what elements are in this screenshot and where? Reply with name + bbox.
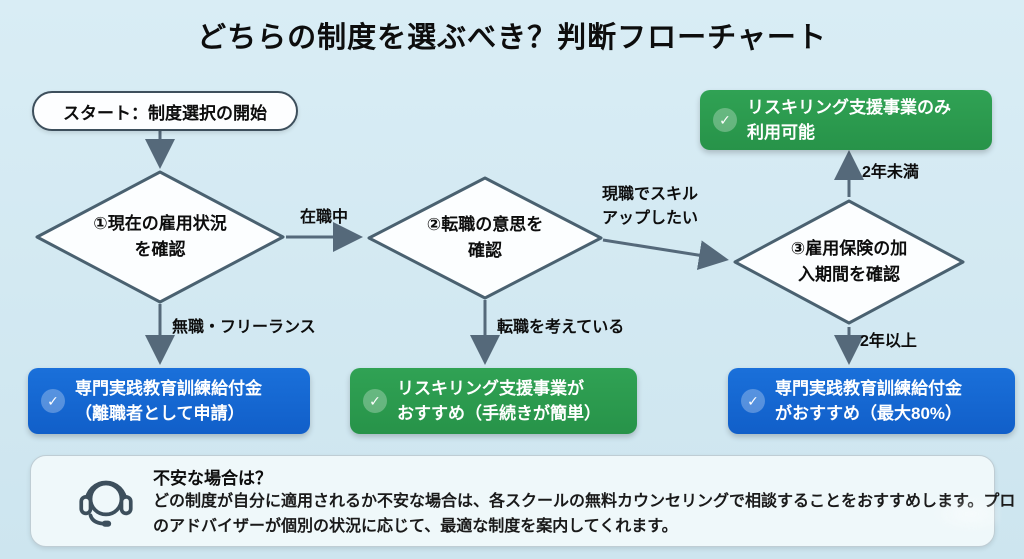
page-title: どちらの制度を選ぶべき？判断フローチャート xyxy=(197,22,827,54)
result-text: リスキリング支援事業のみ 利用可能 xyxy=(747,98,951,142)
check-icon: ✓ xyxy=(363,389,387,413)
edge-label-considering-change: 転職を考えている xyxy=(497,319,625,336)
watermark-sparkle xyxy=(928,494,1000,534)
info-heading: 不安な場合は？ xyxy=(153,469,272,488)
edge-label-jobless-freelance: 無職・フリーランス xyxy=(172,319,316,336)
start-node: スタート：制度選択の開始 xyxy=(32,91,298,131)
info-body: どの制度が自分に適用されるか不安な場合は、各スクールの無料カウンセリングで相談す… xyxy=(153,493,1016,535)
edge-label-over-2-years: 2年以上 xyxy=(860,333,917,350)
decision-2-label: ②転職の意思を 確認 xyxy=(426,215,544,260)
check-icon: ✓ xyxy=(741,389,765,413)
arrow-d2-to-d3 xyxy=(602,238,729,271)
result-text: リスキリング支援事業が おすすめ（手続きが簡単） xyxy=(397,379,601,423)
decision-3-label: ③雇用保険の加 入期間を確認 xyxy=(790,239,908,284)
check-icon: ✓ xyxy=(713,108,737,132)
result-text: 専門実践教育訓練給付金 （離職者として申請） xyxy=(75,379,262,423)
result-reskilling-only: ✓ リスキリング支援事業のみ 利用可能 xyxy=(700,90,992,150)
result-reskilling-recommended: ✓ リスキリング支援事業が おすすめ（手続きが簡単） xyxy=(350,368,637,434)
info-panel: 不安な場合は？ どの制度が自分に適用されるか不安な場合は、各スクールの無料カウン… xyxy=(30,455,1015,547)
headset-icon xyxy=(73,468,139,534)
decision-1-label: ①現在の雇用状況 を確認 xyxy=(93,214,227,259)
check-icon: ✓ xyxy=(41,389,65,413)
edge-label-under-2-years: 2年未満 xyxy=(862,164,919,181)
edge-label-employed: 在職中 xyxy=(300,209,349,226)
result-senmon-jisshi-leaver: ✓ 専門実践教育訓練給付金 （離職者として申請） xyxy=(28,368,310,434)
start-node-label: スタート：制度選択の開始 xyxy=(63,103,267,123)
edge-label-skillup: 現職でスキル アップしたい xyxy=(602,186,699,227)
result-text: 専門実践教育訓練給付金 がおすすめ（最大80%） xyxy=(775,379,963,423)
result-senmon-jisshi-recommended: ✓ 専門実践教育訓練給付金 がおすすめ（最大80%） xyxy=(728,368,1015,434)
